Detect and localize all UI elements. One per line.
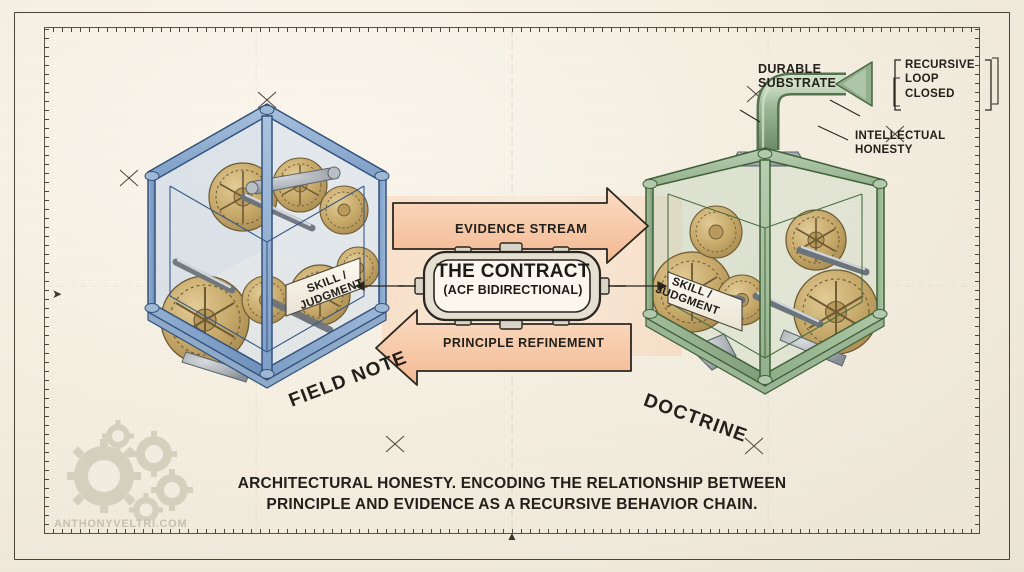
left-skill-judgment-plate (285, 257, 361, 317)
left-cube-base (147, 310, 387, 389)
crosshair-marks (119, 91, 405, 453)
registration-marker-left: ➤ (52, 287, 63, 301)
ruler-bottom (44, 524, 980, 534)
contract-text-block: THE CONTRACT (ACF BIDIRECTIONAL) (433, 262, 593, 297)
ruler-right (969, 27, 980, 534)
registration-marker-bottom: ▲ (506, 529, 518, 543)
label-evidence-stream: EVIDENCE STREAM (455, 221, 588, 236)
left-leader-line (354, 281, 404, 291)
ruler-top (44, 27, 980, 38)
evidence-stream-arrow[interactable] (392, 187, 649, 264)
annotation-leaders (739, 57, 999, 141)
right-cube-base (645, 316, 885, 395)
left-cube-bolts (144, 105, 390, 379)
right-cube-bolts (642, 149, 888, 385)
contract-node[interactable] (398, 242, 626, 330)
diagram-caption: ARCHITECTURAL HONESTY. ENCODING THE RELA… (237, 475, 787, 513)
watermark-text: ANTHONYVELTRI.COM (54, 518, 188, 530)
label-intellectual-honesty: INTELLECTUAL HONESTY (855, 130, 946, 157)
contract-title: THE CONTRACT (436, 261, 590, 282)
ruler-left (44, 27, 55, 534)
label-recursive-loop-closed: RECURSIVE LOOP CLOSED (905, 59, 975, 100)
label-principle-refinement: PRINCIPLE REFINEMENT (443, 336, 605, 350)
recursive-bracket (894, 59, 992, 111)
gears-icon (67, 420, 193, 520)
left-cube-frame (147, 103, 387, 381)
right-module-doctrine[interactable] (614, 57, 999, 455)
contract-subtitle: (ACF BIDIRECTIONAL) (443, 283, 583, 297)
crosshair-marks-right (744, 85, 905, 455)
frame-outer-border (14, 12, 1010, 560)
right-skill-judgment-plate (667, 271, 743, 332)
label-durable-substrate: DURABLE SUBSTRATE (758, 62, 837, 90)
principle-refinement-arrow[interactable] (375, 309, 632, 386)
left-module-field-note[interactable] (119, 91, 405, 453)
